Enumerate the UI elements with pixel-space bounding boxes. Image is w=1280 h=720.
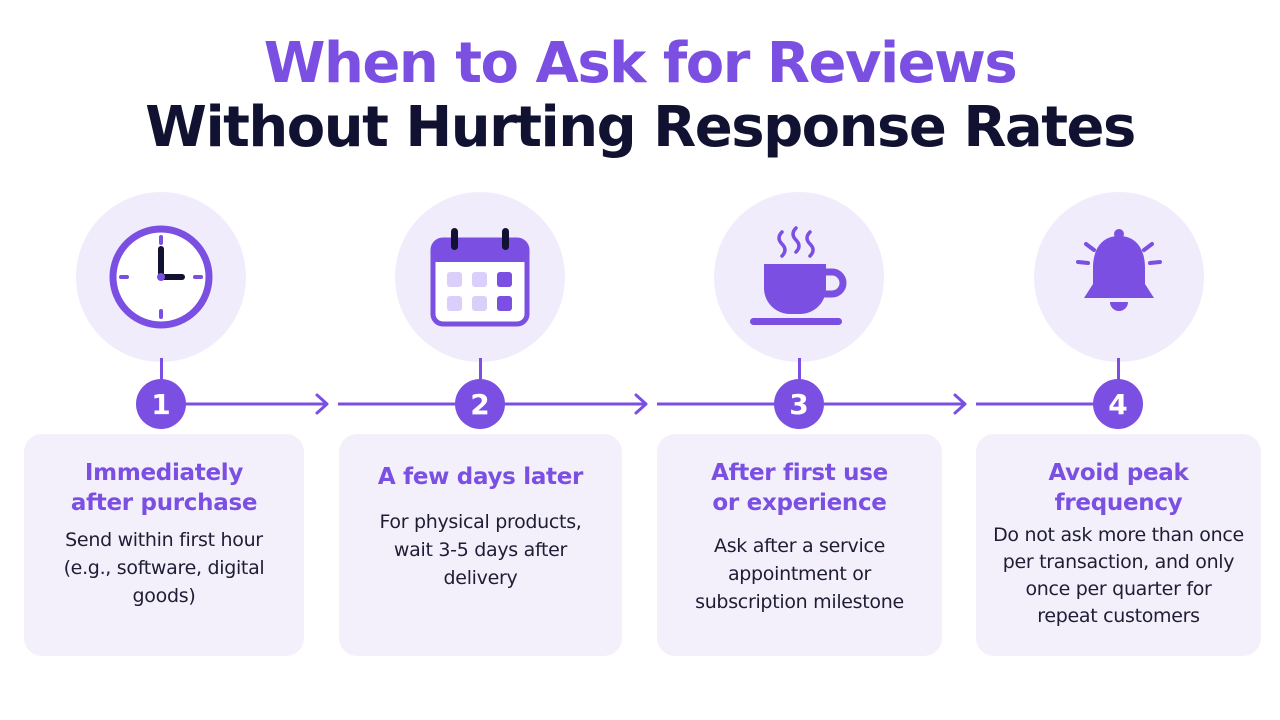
arrow-step-1 bbox=[186, 393, 329, 415]
arrow-step-4-in bbox=[976, 402, 1093, 406]
step-3-description: Ask after a service appointment or subsc… bbox=[695, 535, 904, 613]
step-2-icon-circle bbox=[395, 192, 565, 362]
step-4-card: Avoid peak frequency Do not ask more tha… bbox=[976, 434, 1261, 656]
step-2-description: For physical products, wait 3-5 days aft… bbox=[379, 511, 582, 589]
clock-icon bbox=[109, 225, 213, 329]
step-1-title: Immediately after purchase bbox=[70, 460, 258, 516]
step-4-number: 4 bbox=[1093, 379, 1143, 429]
coffee-cup-icon bbox=[750, 226, 847, 325]
arrow-step-2-in bbox=[338, 402, 455, 406]
step-4-title: Avoid peak frequency bbox=[1048, 460, 1189, 516]
step-3-connector bbox=[798, 358, 801, 388]
step-3-icon-circle bbox=[714, 192, 884, 362]
step-1-description: Send within first hour (e.g., software, … bbox=[63, 529, 265, 607]
step-4-description: Do not ask more than once per transactio… bbox=[993, 524, 1244, 627]
arrow-step-2 bbox=[505, 393, 648, 415]
bell-icon bbox=[1076, 229, 1162, 311]
title-line-1: When to Ask for Reviews bbox=[263, 31, 1018, 96]
step-1-icon-circle bbox=[76, 192, 246, 362]
arrow-step-3-in bbox=[657, 402, 774, 406]
arrow-step-3 bbox=[824, 393, 967, 415]
step-2-connector bbox=[479, 358, 482, 388]
step-3-card: After first use or experience Ask after … bbox=[657, 434, 942, 656]
step-1-card: Immediately after purchase Send within f… bbox=[24, 434, 304, 656]
calendar-icon bbox=[430, 228, 530, 327]
step-3-number: 3 bbox=[774, 379, 824, 429]
step-1-number: 1 bbox=[136, 379, 186, 429]
step-2-number: 2 bbox=[455, 379, 505, 429]
step-2-title: A few days later bbox=[377, 464, 584, 490]
title-line-2: Without Hurting Response Rates bbox=[145, 95, 1136, 160]
step-3-title: After first use or experience bbox=[711, 460, 888, 516]
step-4-icon-circle bbox=[1034, 192, 1204, 362]
step-2-card: A few days later For physical products, … bbox=[339, 434, 622, 656]
step-1-connector bbox=[160, 358, 163, 388]
step-4-connector bbox=[1117, 358, 1120, 388]
